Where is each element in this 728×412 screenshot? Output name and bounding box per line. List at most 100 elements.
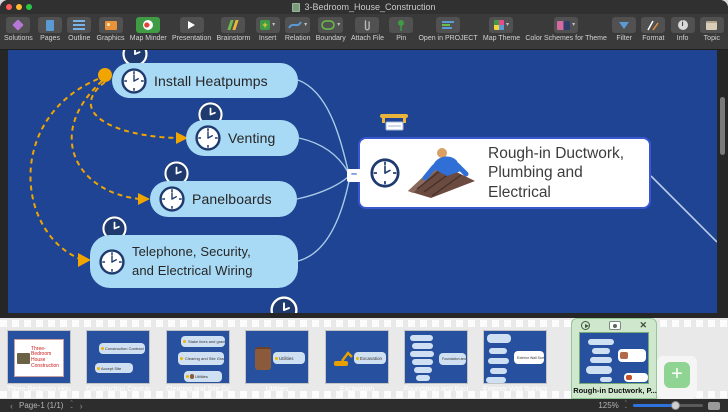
page-indicator: Page-1 (1/1) — [19, 401, 63, 410]
insert-icon: + — [260, 20, 270, 30]
next-page-button[interactable]: › — [80, 401, 83, 411]
fit-page-icon[interactable] — [708, 402, 720, 410]
toolbar-button-pin[interactable]: Pin — [389, 17, 413, 42]
toolbar-button-solutions[interactable]: Solutions — [4, 17, 33, 42]
toolbar-button-outline[interactable]: Outline — [67, 17, 91, 42]
pages-icon — [46, 20, 54, 31]
topic-venting[interactable]: Venting — [186, 120, 299, 156]
toolbar-button-insert[interactable]: +▾ Insert — [256, 17, 280, 42]
slide-thumbnail-1[interactable]: Three- Bedroom House Construction Three-… — [7, 330, 71, 393]
mindmap-canvas[interactable]: Install Heatpumps Venting Panelboards Te… — [8, 50, 717, 313]
toolbar-button-filter[interactable]: Filter — [612, 17, 636, 42]
preview-play-button[interactable] — [581, 321, 590, 330]
vertical-scrollbar-thumb[interactable] — [720, 97, 725, 155]
pin-icon — [396, 19, 406, 32]
toolbar-label: Outline — [68, 35, 90, 42]
relation-icon — [288, 20, 302, 30]
boundary-icon — [321, 20, 335, 30]
mini-topic-label: Stake lines and grades — [188, 339, 225, 344]
minimize-window-button[interactable] — [16, 4, 22, 10]
main-topic-label: Rough-in Ductwork, Plumbing and Electric… — [488, 144, 624, 202]
toolbar-button-map-minder[interactable]: Map Minder — [130, 17, 167, 42]
map-theme-icon — [494, 20, 504, 30]
toolbar-button-topic[interactable]: Topic — [700, 17, 724, 42]
snapshot-camera-button[interactable] — [609, 321, 621, 330]
outline-icon — [73, 20, 85, 30]
toolbar-label: Insert — [259, 35, 277, 42]
topic-panelboards[interactable]: Panelboards — [150, 181, 297, 217]
slide-thumbnail-5[interactable]: Excavation Excavation — [325, 330, 389, 393]
toolbar-label: Brainstorm — [217, 35, 251, 42]
slide-thumbnail-2[interactable]: Construction Contract Accept Site Constr… — [86, 330, 150, 393]
house-image — [17, 353, 30, 364]
open-in-project-icon — [442, 21, 454, 29]
close-window-button[interactable] — [6, 4, 12, 10]
slide-filmstrip: Three- Bedroom House Construction Three-… — [0, 318, 728, 399]
close-slide-button[interactable]: ✕ — [639, 321, 647, 330]
toolbar-button-pages[interactable]: Pages — [38, 17, 62, 42]
slide-thumbnail-8-selected[interactable]: ✕ Rough-in Ductwork, P... — [571, 318, 657, 399]
zoom-level: 125% — [598, 401, 618, 410]
excavator-image — [332, 349, 354, 367]
barrel-image — [255, 347, 271, 370]
clock-icon — [121, 68, 147, 94]
topic-label: Telephone, Security, and Electrical Wiri… — [132, 243, 253, 281]
mini-topic-label: Accept Site — [101, 366, 121, 371]
toolbar-button-info[interactable]: i Info — [671, 17, 695, 42]
toolbar-button-boundary[interactable]: ▾ Boundary — [316, 17, 346, 42]
toolbar-label: Color Schemes for Theme — [525, 35, 607, 42]
title-bar: 3-Bedroom_House_Construction — [0, 0, 728, 14]
toolbar-button-attach-file[interactable]: Attach File — [351, 17, 384, 42]
mini-topic-label: Exterior Wall Surfaces — [517, 356, 544, 360]
toolbar-button-color-schemes[interactable]: ▾ Color Schemes for Theme — [525, 17, 607, 42]
info-icon: i — [678, 20, 688, 30]
toolbar-button-graphics[interactable]: Graphics — [97, 17, 125, 42]
slide-thumbnail-4[interactable]: Utilities Utilities — [245, 330, 309, 393]
filter-icon — [619, 22, 629, 29]
slide-caption: Three-Bedroom Hous... — [7, 386, 71, 393]
toolbar-button-format[interactable]: Format — [641, 17, 665, 42]
zoom-slider[interactable] — [633, 404, 703, 407]
slide-thumbnail-3[interactable]: Stake lines and grades Clearing and Site… — [166, 330, 230, 393]
slide-caption: Rough-in Ductwork, P... — [572, 386, 658, 395]
mini-topic-label: Clearing and Site Grading — [185, 356, 224, 361]
slide-caption: Exterior Wall Surfaces — [483, 386, 547, 393]
topic-rough-in-ductwork[interactable]: Rough-in Ductwork, Plumbing and Electric… — [358, 137, 651, 209]
ductwork-worker-image — [404, 145, 480, 201]
toolbar-button-relation[interactable]: ▾ Relation — [285, 17, 311, 42]
zoom-slider-knob[interactable] — [671, 401, 680, 410]
toolbar-label: Info — [677, 35, 689, 42]
slide-caption: Foundation and Backfill — [404, 386, 468, 393]
slide-caption: Construction Contract — [86, 386, 150, 393]
collapse-toggle[interactable]: – — [347, 169, 361, 182]
topic-telephone-security-wiring[interactable]: Telephone, Security, and Electrical Wiri… — [90, 235, 298, 288]
toolbar-label: Solutions — [4, 35, 33, 42]
map-minder-icon — [143, 20, 153, 30]
toolbar-button-open-in-project[interactable]: Open in PROJECT — [418, 17, 477, 42]
page-stepper[interactable]: ⌃⌄ — [69, 402, 73, 409]
toolbar-label: Graphics — [97, 35, 125, 42]
document-icon — [292, 3, 300, 12]
chevron-down-icon: ▾ — [304, 22, 307, 28]
zoom-window-button[interactable] — [26, 4, 32, 10]
add-slide-button[interactable]: + — [664, 362, 690, 388]
status-bar: ‹ Page-1 (1/1) ⌃⌄ › 125% ⌃⌄ — [0, 399, 728, 412]
mini-topic-label: Excavation — [360, 356, 382, 361]
topic-install-heatpumps[interactable]: Install Heatpumps — [112, 63, 298, 98]
toolbar-button-brainstorm[interactable]: Brainstorm — [217, 17, 251, 42]
previous-page-button[interactable]: ‹ — [10, 401, 13, 411]
slide-thumbnail-6[interactable]: Foundation and Backfill Foundation and B… — [404, 330, 468, 393]
color-schemes-icon — [557, 21, 570, 30]
toolbar-label: Open in PROJECT — [418, 35, 477, 42]
toolbar-button-map-theme[interactable]: ▾ Map Theme — [483, 17, 520, 42]
zoom-stepper[interactable]: ⌃⌄ — [624, 402, 628, 409]
chevron-down-icon: ▾ — [272, 22, 275, 28]
slide-caption: Utilities — [245, 386, 309, 393]
slide-thumbnail-7[interactable]: Exterior Wall Surfaces Exterior Wall Sur… — [483, 330, 547, 393]
paperclip-icon — [363, 19, 371, 32]
window-title: 3-Bedroom_House_Construction — [304, 2, 435, 12]
toolbar-button-presentation[interactable]: Presentation — [172, 17, 211, 42]
slide-caption: Clearing and Site Grad... — [166, 386, 230, 393]
topic-label: Panelboards — [192, 191, 272, 207]
